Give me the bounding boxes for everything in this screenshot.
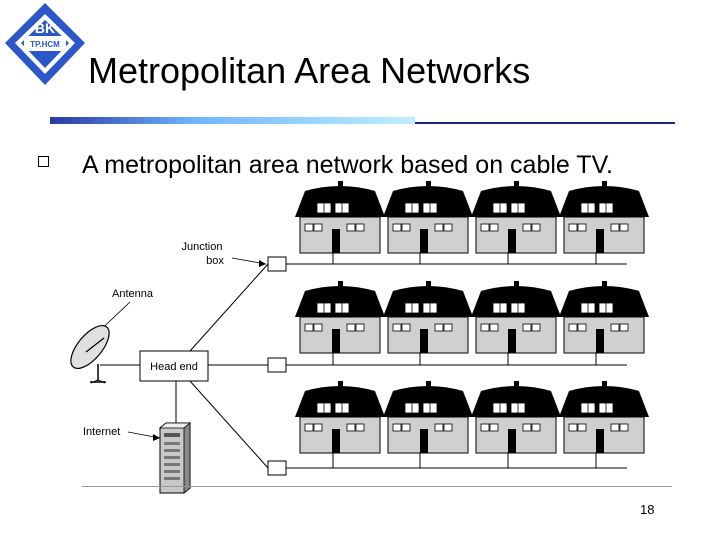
antenna-label: Antenna xyxy=(112,288,154,300)
junction-box-label-line2: box xyxy=(206,255,224,267)
title-underline-gradient xyxy=(50,117,415,124)
bullet-text: A metropolitan area network based on cab… xyxy=(82,151,613,179)
logo-text-bottom: TP.HCM xyxy=(30,40,60,49)
trunk-lines xyxy=(100,263,269,469)
bk-logo: BK TP.HCM xyxy=(5,3,85,85)
cable-row-1 xyxy=(267,180,650,272)
internet-label: Internet xyxy=(83,426,120,438)
cable-row-3 xyxy=(267,380,650,476)
head-end-box xyxy=(139,350,209,382)
page-number: 18 xyxy=(640,502,655,517)
satellite-dish-icon xyxy=(70,325,110,384)
server-tower-icon xyxy=(158,422,192,494)
title-underline xyxy=(415,122,675,124)
slide-title: Metropolitan Area Networks xyxy=(88,50,531,91)
bullet-square-icon xyxy=(38,156,49,167)
logo-text-top: BK xyxy=(35,20,55,36)
head-end-label: Head end xyxy=(150,361,198,373)
footer-rule xyxy=(82,486,672,487)
junction-box-label-line1: Junction xyxy=(182,241,223,253)
cable-row-2 xyxy=(267,280,650,373)
